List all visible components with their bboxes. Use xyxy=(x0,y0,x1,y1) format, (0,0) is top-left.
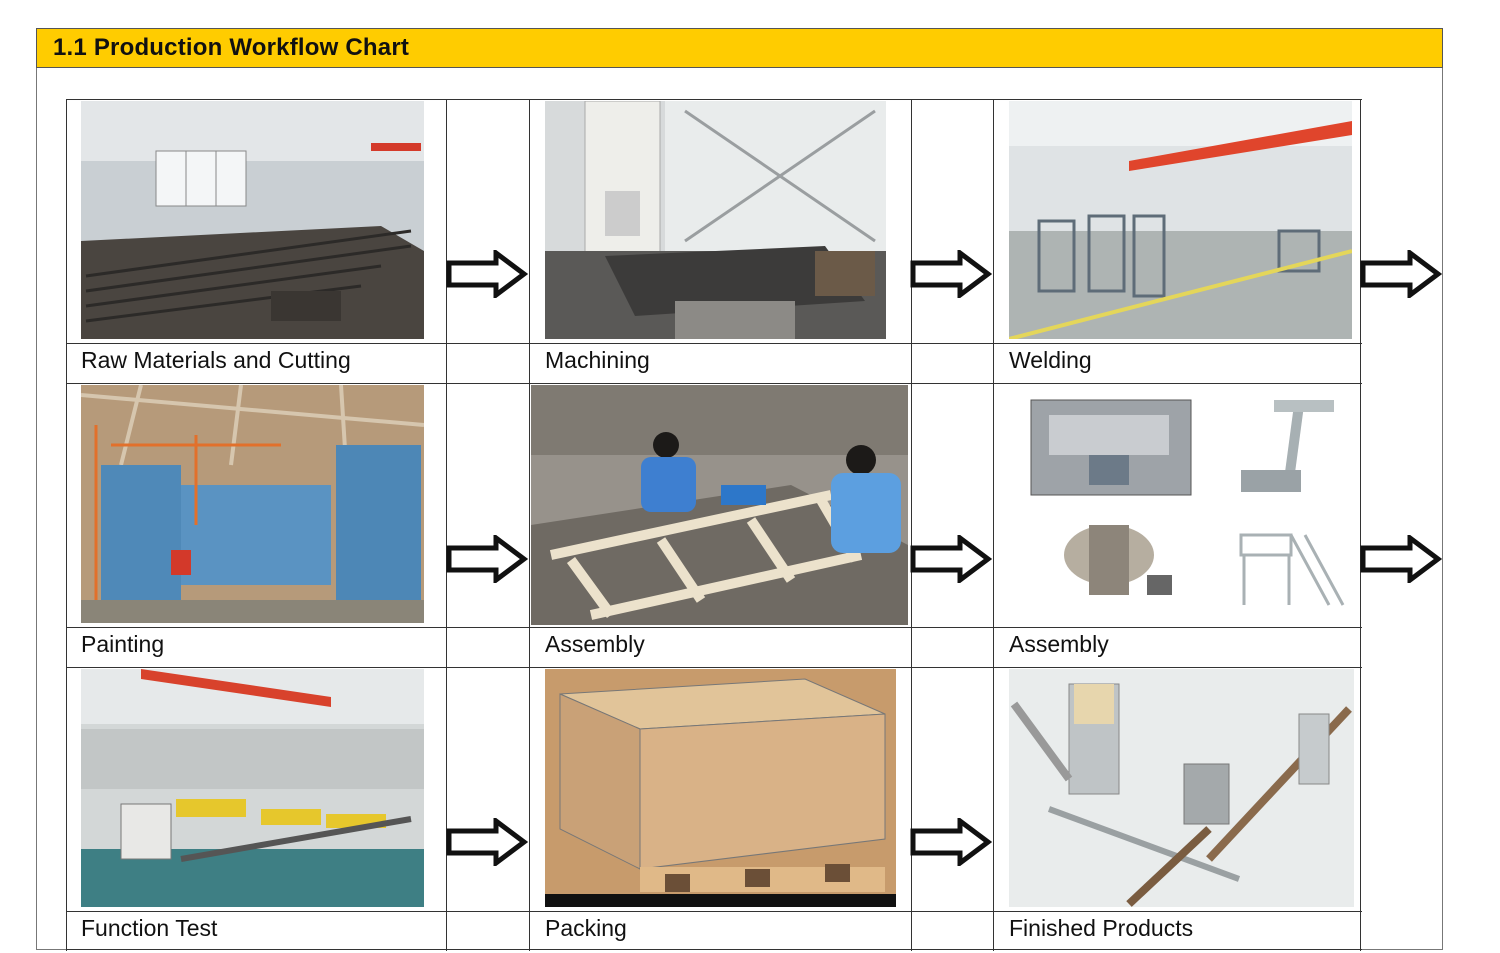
right-arrow-icon xyxy=(910,250,992,298)
table-divider xyxy=(66,627,1362,628)
photo-packaging-line xyxy=(1009,669,1354,907)
section-title: 1.1 Production Workflow Chart xyxy=(53,34,410,61)
photo-assembly-workers xyxy=(531,385,908,625)
step-label: Machining xyxy=(545,347,650,373)
right-arrow-icon xyxy=(910,535,992,583)
step-label: Assembly xyxy=(1009,631,1109,657)
table-divider xyxy=(66,667,1362,668)
step-label: Assembly xyxy=(545,631,645,657)
table-border-left xyxy=(66,99,67,951)
right-arrow-icon xyxy=(446,535,528,583)
table-divider xyxy=(993,99,994,951)
workflow-table: Raw Materials and Cutting Machining Weld… xyxy=(66,99,1362,951)
step-label: Welding xyxy=(1009,347,1092,373)
table-divider xyxy=(911,99,912,951)
step-label: Painting xyxy=(81,631,165,657)
section-header: 1.1 Production Workflow Chart xyxy=(36,28,1443,68)
table-divider xyxy=(529,99,530,951)
right-arrow-icon xyxy=(446,818,528,866)
photo-raw-materials xyxy=(81,101,424,339)
table-divider xyxy=(66,343,1362,344)
table-border-bottom xyxy=(66,949,1362,950)
right-arrow-icon xyxy=(910,818,992,866)
photo-wooden-crate xyxy=(545,669,896,907)
step-label: Function Test xyxy=(81,915,218,941)
table-divider xyxy=(66,911,1362,912)
photo-function-test xyxy=(81,669,424,907)
right-arrow-icon xyxy=(1360,535,1442,583)
photo-machining xyxy=(545,101,886,339)
photo-assembly-machines xyxy=(1009,385,1360,625)
step-label: Finished Products xyxy=(1009,915,1194,941)
step-label: Packing xyxy=(545,915,627,941)
right-arrow-icon xyxy=(1360,250,1442,298)
table-divider xyxy=(66,383,1362,384)
table-divider xyxy=(446,99,447,951)
right-arrow-icon xyxy=(446,250,528,298)
table-border-top xyxy=(66,99,1362,100)
photo-painting xyxy=(81,385,424,623)
photo-welding xyxy=(1009,101,1352,339)
table-border-right xyxy=(1360,99,1361,951)
step-label: Raw Materials and Cutting xyxy=(81,347,351,373)
